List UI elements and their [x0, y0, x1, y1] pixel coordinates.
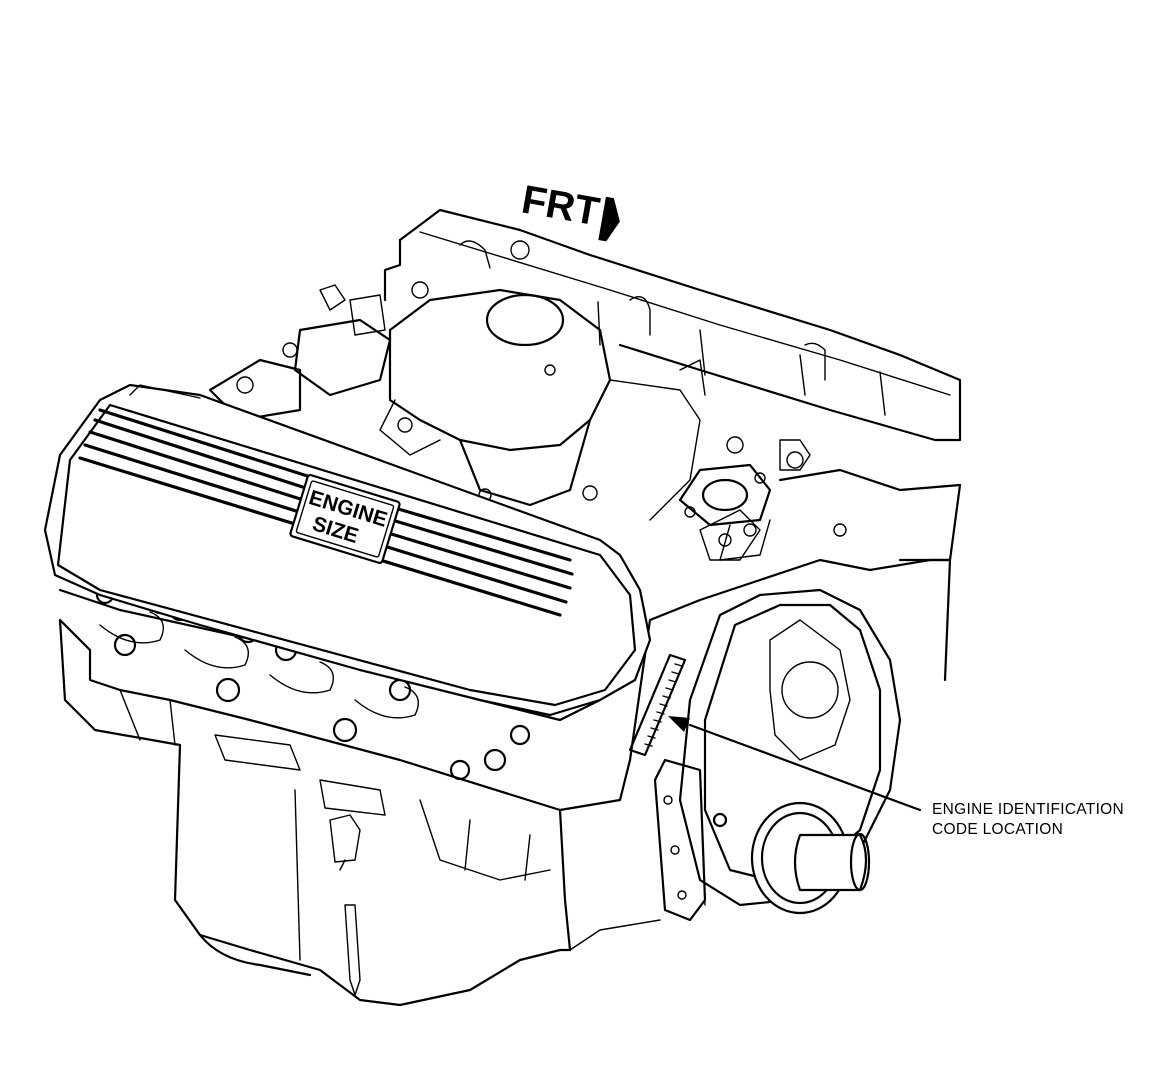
callout-line1: ENGINE IDENTIFICATION [932, 801, 1124, 818]
right-bank-head [383, 208, 962, 442]
callout-label: ENGINE IDENTIFICATION CODE LOCATION [932, 801, 1124, 838]
direction-arrow-icon [598, 196, 620, 242]
thermostat-housing [699, 439, 811, 561]
engine-block [58, 558, 952, 952]
front-direction-marker: FRT [518, 178, 620, 242]
callout-leader [668, 716, 922, 812]
engine-id-code-pad [628, 653, 687, 757]
oil-pan [173, 743, 661, 1007]
frt-label: FRT [518, 178, 602, 235]
left-bank-fittings [208, 284, 706, 422]
exhaust-flange [678, 436, 962, 562]
callout-line2: CODE LOCATION [932, 821, 1063, 838]
intake-manifold [379, 288, 701, 521]
harmonic-balancer [750, 801, 871, 915]
